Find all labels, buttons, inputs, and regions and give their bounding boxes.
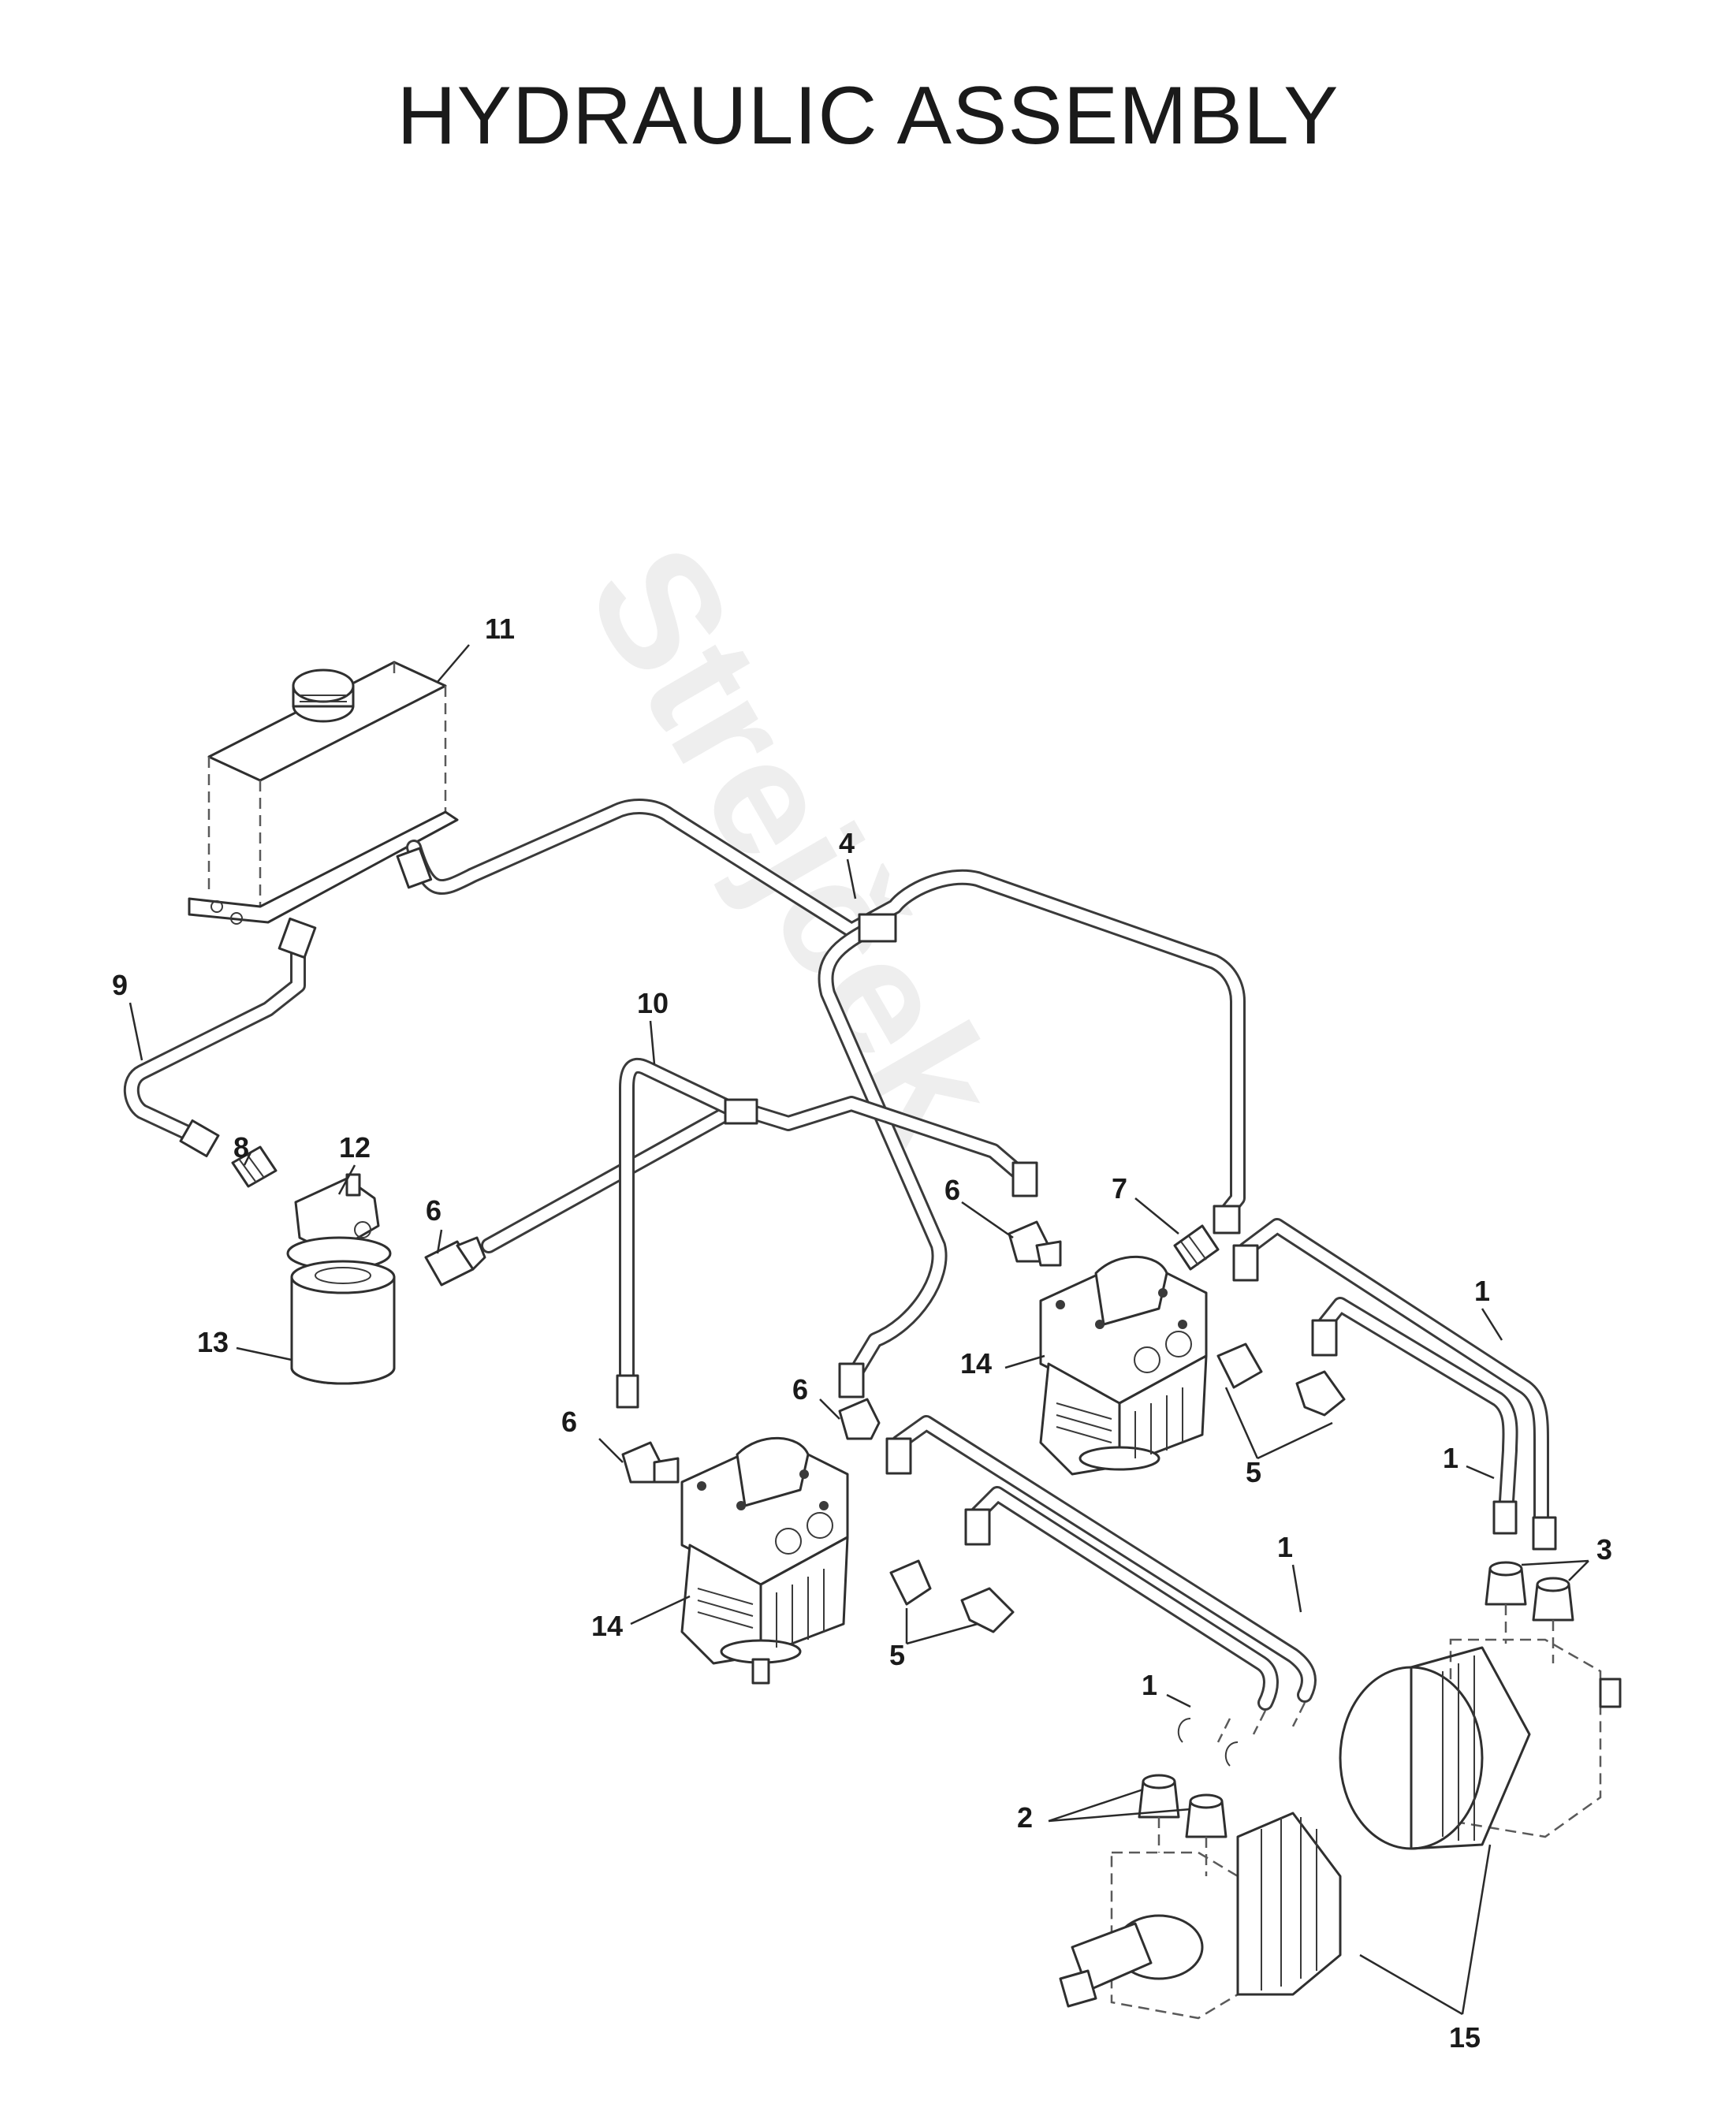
hydraulic-reservoir-tank xyxy=(188,661,459,925)
callout-1-right-upper: 1 xyxy=(1474,1275,1490,1307)
callout-5-right: 5 xyxy=(1246,1456,1261,1488)
wheel-motor-right xyxy=(1339,1638,1622,1850)
callout-2: 2 xyxy=(1017,1801,1033,1834)
callout-1-right-lower: 1 xyxy=(1443,1442,1458,1474)
hydraulic-pump-left xyxy=(680,1436,849,1685)
elbow-fittings xyxy=(424,1220,1062,1484)
hydraulic-lines xyxy=(123,799,1549,1743)
callout-12: 12 xyxy=(339,1131,371,1164)
callout-14-right: 14 xyxy=(960,1347,992,1380)
page-title: HYDRAULIC ASSEMBLY xyxy=(397,70,1339,162)
callout-5-left: 5 xyxy=(889,1639,905,1671)
callout-7: 7 xyxy=(1112,1172,1127,1205)
callout-4: 4 xyxy=(839,827,855,859)
callout-10: 10 xyxy=(637,987,669,1019)
hose-fittings xyxy=(179,847,1557,1551)
hydraulic-pump-right xyxy=(1039,1255,1208,1476)
callout-6-left-pump-b: 6 xyxy=(561,1406,577,1438)
motor-fittings-left xyxy=(1138,1718,1239,1876)
callout-8: 8 xyxy=(233,1131,249,1164)
nipple-fitting-7 xyxy=(1173,1224,1220,1271)
leader-lines xyxy=(129,644,1589,2016)
filter-head xyxy=(286,1173,392,1271)
callout-14-left: 14 xyxy=(591,1610,623,1642)
callout-1-left-lower: 1 xyxy=(1142,1669,1157,1701)
callout-1-left-upper: 1 xyxy=(1277,1531,1293,1563)
nipple-fitting xyxy=(231,1145,278,1188)
callout-6-left-pump-a: 6 xyxy=(792,1373,808,1406)
callout-13: 13 xyxy=(197,1326,229,1358)
oil-filter xyxy=(290,1260,396,1385)
callout-15: 15 xyxy=(1449,2021,1481,2054)
pump-elbows xyxy=(889,1343,1346,1633)
callout-9: 9 xyxy=(112,969,128,1001)
wheel-motor-left xyxy=(1059,1812,1342,2020)
callout-3: 3 xyxy=(1596,1533,1612,1566)
callout-6-right-pump: 6 xyxy=(944,1174,960,1206)
callouts: 11 4 9 10 8 12 6 6 7 6 6 13 14 14 1 1 5 … xyxy=(112,613,1612,2054)
motor-fittings-right xyxy=(1485,1561,1574,1663)
callout-11: 11 xyxy=(485,613,515,645)
callout-6-filter: 6 xyxy=(426,1194,441,1227)
